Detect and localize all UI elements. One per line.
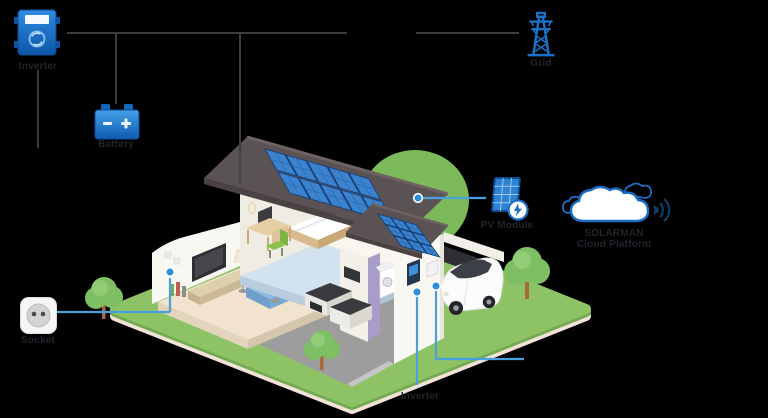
inverter-bottom-label: Inverter bbox=[400, 391, 440, 402]
tree bbox=[504, 247, 550, 299]
wall-vent bbox=[344, 266, 360, 283]
garage-back-wall bbox=[444, 232, 504, 262]
cloud-platform-label-line1: SOLARMAN bbox=[584, 228, 644, 239]
meter-dot bbox=[430, 280, 442, 292]
light-switch bbox=[173, 257, 181, 265]
grid-icon bbox=[521, 11, 561, 62]
washing-machine bbox=[376, 261, 396, 299]
big-cloud bbox=[569, 185, 650, 223]
outlet-dot bbox=[164, 266, 176, 278]
garage-solar-array bbox=[376, 213, 441, 258]
cloud-platform-icon bbox=[560, 182, 672, 233]
connection-lines-blue bbox=[57, 196, 524, 385]
pv-dot bbox=[412, 192, 424, 204]
signal-icon bbox=[653, 198, 671, 222]
socket-icon bbox=[20, 297, 57, 339]
connection-dots bbox=[164, 192, 442, 298]
inverter-top-label: Inverter bbox=[18, 61, 58, 72]
kitchen-island bbox=[330, 298, 372, 329]
light-switch bbox=[164, 251, 172, 259]
roof-solar-array bbox=[264, 148, 395, 224]
mid-section bbox=[305, 247, 396, 342]
battery-label: Battery bbox=[98, 139, 134, 150]
garage bbox=[346, 202, 504, 364]
inverter-icon bbox=[14, 8, 60, 63]
chair bbox=[266, 229, 288, 258]
wall-inverter-device bbox=[407, 259, 420, 286]
pv-module-label: PV Module bbox=[480, 220, 534, 231]
plants bbox=[170, 282, 186, 297]
cloud-platform-label-line2: Cloud Platform bbox=[576, 239, 652, 250]
cloud-platform-label: SOLARMAN Cloud Platform bbox=[549, 228, 679, 250]
inverter-dot bbox=[411, 286, 423, 298]
wall-meter-device bbox=[426, 259, 439, 278]
tree bbox=[304, 330, 340, 370]
wall-lamp bbox=[248, 202, 256, 214]
pv-module-icon bbox=[487, 177, 529, 226]
car bbox=[440, 257, 504, 315]
grid-label: Grid bbox=[530, 58, 552, 69]
socket-label: Socket bbox=[21, 335, 55, 346]
battery-icon bbox=[94, 104, 140, 145]
tv bbox=[192, 243, 226, 282]
connection-lines-dark bbox=[37, 32, 519, 150]
